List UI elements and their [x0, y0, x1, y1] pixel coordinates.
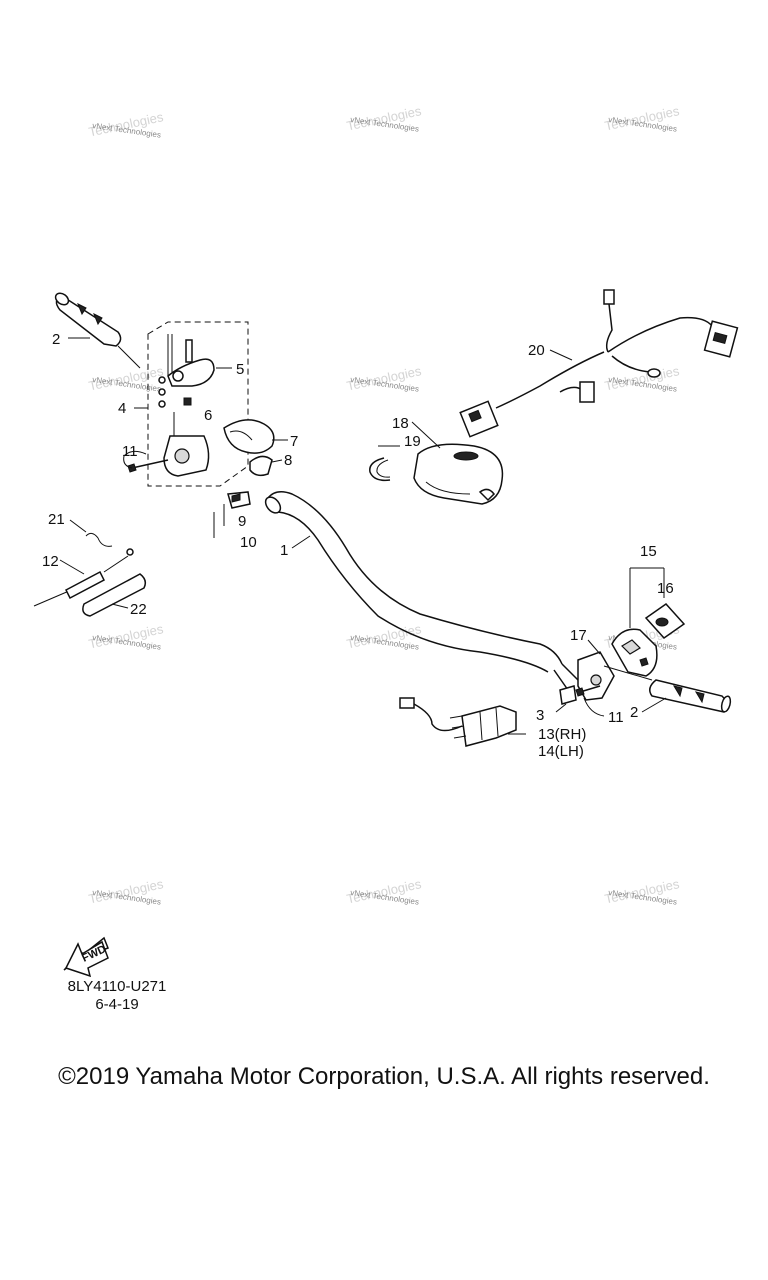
watermark-group: Technologies vNext Technologies Technolo… — [87, 103, 681, 907]
switch-bracket-17-part — [577, 651, 615, 701]
ring-19-part — [369, 457, 391, 482]
callout-22: 22 — [130, 601, 147, 618]
callout-14: 14(LH) — [538, 743, 584, 760]
leader-line — [111, 603, 129, 609]
callout-12: 12 — [42, 553, 59, 570]
cover-18-part — [413, 443, 504, 505]
callout-21: 21 — [48, 511, 65, 528]
watermark: Technologies vNext Technologies — [87, 363, 165, 394]
watermark: Technologies vNext Technologies — [345, 621, 423, 652]
leader-line — [411, 421, 441, 449]
watermark: Technologies vNext Technologies — [345, 103, 423, 134]
screw-part — [575, 685, 601, 697]
leader-line — [587, 639, 601, 655]
heater-lead-part — [399, 697, 517, 747]
collar-part — [559, 685, 577, 705]
switch-part — [227, 491, 251, 509]
switch-16-part — [644, 603, 686, 639]
cover-part — [223, 419, 275, 454]
callout-2-right: 2 — [630, 704, 638, 721]
watermark: Technologies vNext Technologies — [87, 876, 165, 907]
watermark: Technologies vNext Technologies — [603, 876, 681, 907]
callout-17: 17 — [570, 627, 587, 644]
leader-line — [271, 459, 283, 463]
callout-15: 15 — [640, 543, 657, 560]
left-grip-part — [54, 292, 141, 369]
right-switch-housing-part — [611, 628, 658, 677]
watermark: Technologies vNext Technologies — [603, 103, 681, 134]
callout-5: 5 — [236, 361, 244, 378]
handlebar-part — [264, 491, 579, 691]
switch-assembly-outline — [147, 321, 249, 487]
watermark: Technologies vNext Technologies — [603, 363, 681, 394]
callout-13: 13(RH) — [538, 726, 586, 743]
wire-harness-part — [459, 289, 739, 438]
watermark: Technologies vNext Technologies — [87, 621, 165, 652]
throttle-lever-part — [158, 334, 215, 408]
throttle-cable-part — [33, 548, 134, 607]
watermark: Technologies vNext Technologies — [345, 876, 423, 907]
diagram-reference: 8LY4110-U271 6-4-19 — [62, 978, 172, 1014]
leader-line — [69, 519, 87, 533]
watermark: Technologies vNext Technologies — [87, 109, 165, 140]
callout-16: 16 — [657, 580, 674, 597]
leader-line — [291, 535, 311, 549]
leader-line — [85, 532, 113, 547]
diagram-date: 6-4-19 — [95, 996, 139, 1013]
leader-line — [123, 450, 147, 469]
leader-line — [583, 697, 605, 717]
leader-line — [555, 703, 567, 713]
callout-10: 10 — [240, 534, 257, 551]
protector-tube-part — [82, 573, 147, 617]
callout-3: 3 — [536, 707, 544, 724]
callout-9: 9 — [238, 513, 246, 530]
callout-2-left: 2 — [52, 331, 60, 348]
watermark: Technologies vNext Technologies — [345, 363, 423, 394]
fwd-arrow-icon: FWD — [63, 936, 109, 978]
right-grip-part — [603, 665, 732, 713]
callout-18: 18 — [392, 415, 409, 432]
leader-line — [549, 349, 573, 361]
callout-7: 7 — [290, 433, 298, 450]
callout-11-left: 11 — [122, 443, 138, 460]
leader-line — [641, 697, 667, 713]
callout-20: 20 — [528, 342, 545, 359]
callout-1: 1 — [280, 542, 288, 559]
callout-8: 8 — [284, 452, 292, 469]
callout-11-right: 11 — [608, 709, 624, 726]
leader-line — [59, 559, 85, 575]
callout-6: 6 — [204, 407, 212, 424]
copyright-notice: ©2019 Yamaha Motor Corporation, U.S.A. A… — [58, 1063, 710, 1090]
callout-4: 4 — [118, 400, 126, 417]
diagram-code: 8LY4110-U271 — [67, 978, 167, 995]
clamp-part — [249, 455, 273, 477]
callout-19: 19 — [404, 433, 421, 450]
switch-housing-part — [163, 412, 210, 477]
